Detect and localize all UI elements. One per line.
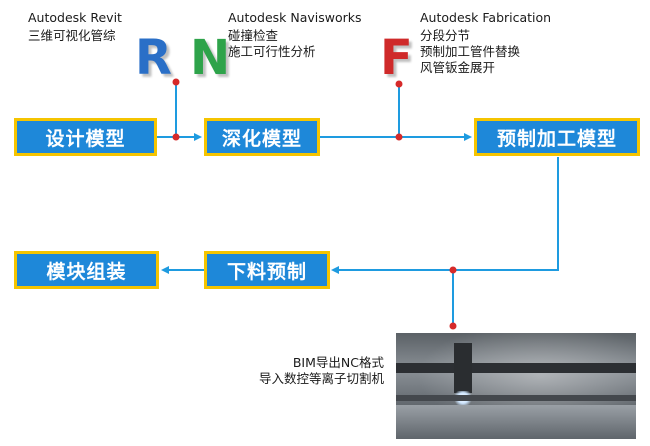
navisworks-letter-icon: N bbox=[190, 30, 231, 86]
dot-revit-top bbox=[172, 78, 180, 86]
dot-photo-bottom bbox=[449, 322, 457, 330]
tool-navisworks-name: Autodesk Navisworks bbox=[228, 10, 362, 25]
tool-fabrication-desc-1: 预制加工管件替换 bbox=[420, 44, 521, 59]
tool-fabrication-desc-0: 分段分节 bbox=[420, 28, 471, 43]
fabrication-letter-icon: F bbox=[380, 30, 413, 86]
revit-letter-icon: R bbox=[135, 30, 172, 86]
caption-line-0: BIM导出NC格式 bbox=[292, 355, 384, 370]
tool-revit-name: Autodesk Revit bbox=[28, 10, 122, 25]
dot-fabrication-top bbox=[395, 80, 403, 88]
step-module-assemble: 模块组装 bbox=[14, 251, 159, 289]
plasma-cutter-photo bbox=[396, 333, 636, 439]
step-design-model: 设计模型 bbox=[14, 118, 157, 156]
tool-revit-desc-0: 三维可视化管综 bbox=[28, 28, 116, 43]
step-deepen-model: 深化模型 bbox=[204, 118, 320, 156]
tool-fabrication-desc-2: 风管钣金展开 bbox=[420, 60, 496, 75]
tool-fabrication-name: Autodesk Fabrication bbox=[420, 10, 552, 25]
dot-photo-join bbox=[449, 266, 457, 274]
dot-fabrication-join bbox=[395, 133, 403, 141]
step-prefab-model: 预制加工模型 bbox=[474, 118, 640, 156]
dot-revit-join bbox=[172, 133, 180, 141]
arrow-prefab-to-cut bbox=[331, 157, 559, 274]
tool-navisworks-desc-1: 施工可行性分析 bbox=[228, 44, 316, 59]
tool-navisworks-desc-0: 碰撞检查 bbox=[228, 28, 279, 43]
caption-line-1: 导入数控等离子切割机 bbox=[258, 371, 384, 386]
step-cut-prefab: 下料预制 bbox=[204, 251, 330, 289]
